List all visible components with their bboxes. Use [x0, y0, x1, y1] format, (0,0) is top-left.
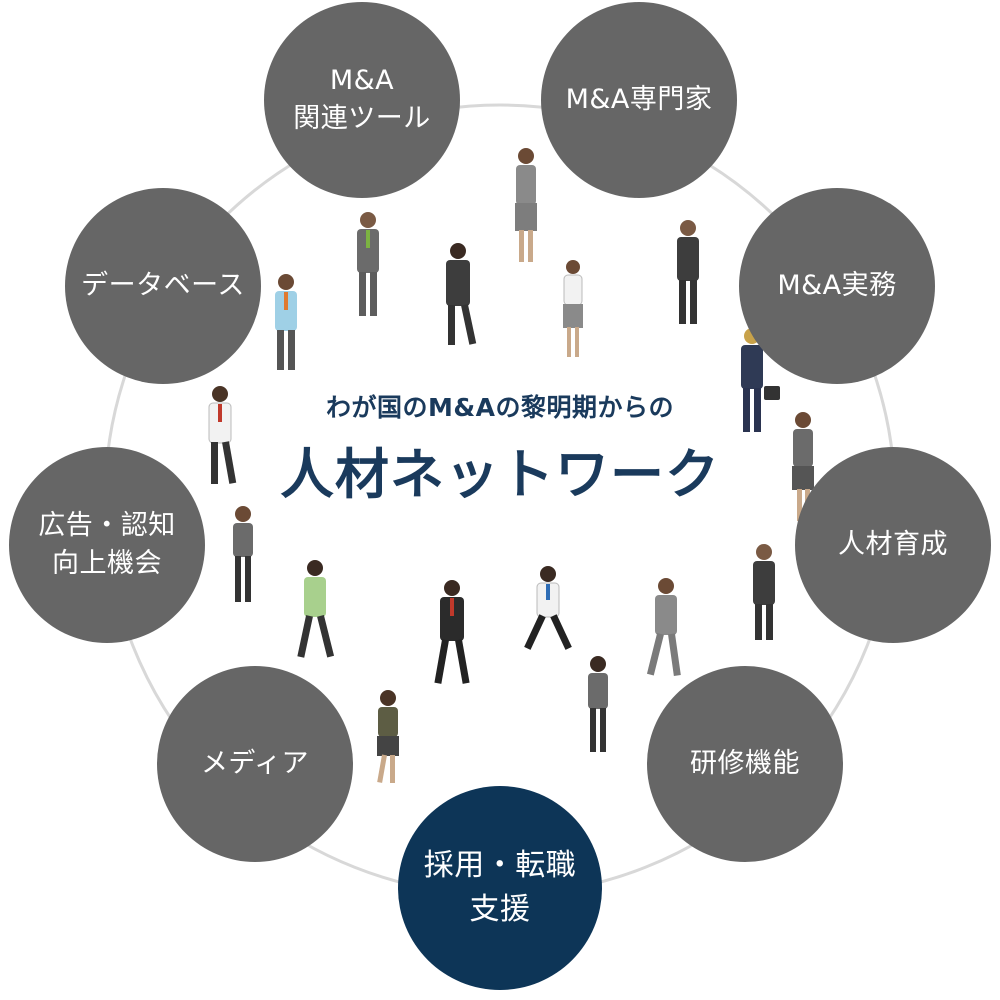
node-label: 広告・認知 [38, 510, 176, 541]
node-ma-tools[interactable]: M&A 関連ツール [264, 2, 460, 198]
node-label: メディア [200, 748, 310, 779]
node-talent-development[interactable]: 人材育成 [795, 447, 991, 643]
node-label: M&A [329, 65, 395, 96]
node-label: M&A実務 [777, 270, 897, 301]
node-label: 人材育成 [838, 529, 948, 560]
node-ma-practice[interactable]: M&A実務 [739, 188, 935, 384]
node-label: 支援 [469, 892, 531, 927]
node-label: 研修機能 [690, 748, 800, 779]
node-ma-experts[interactable]: M&A専門家 [541, 2, 737, 198]
node-recruitment[interactable]: 採用・転職支援 [398, 786, 602, 990]
node-advertising[interactable]: 広告・認知向上機会 [9, 447, 205, 643]
node-label: データベース [81, 270, 245, 301]
node-training[interactable]: 研修機能 [647, 666, 843, 862]
heading-title: 人材ネットワーク [280, 443, 720, 506]
heading-subtitle: わが国のM&Aの黎明期からの [325, 393, 675, 422]
center-heading: わが国のM&Aの黎明期からの 人材ネットワーク [0, 388, 1000, 514]
node-label: 関連ツール [293, 103, 431, 134]
node-media[interactable]: メディア [157, 666, 353, 862]
node-label: 採用・転職 [423, 848, 577, 883]
node-database[interactable]: データベース [65, 188, 261, 384]
node-label: M&A専門家 [565, 84, 713, 115]
node-label: 向上機会 [52, 548, 162, 579]
